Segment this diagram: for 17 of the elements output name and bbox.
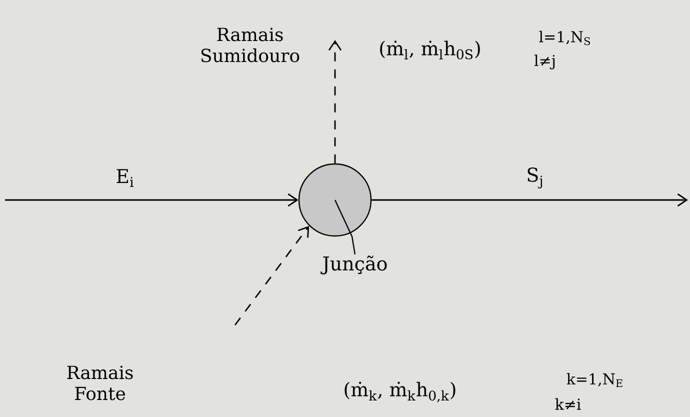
junction-label: Junção — [320, 256, 387, 274]
dashed-arrow — [328, 40, 342, 164]
edge-label: S$_{j}$ — [528, 168, 542, 188]
arrow — [5, 193, 298, 207]
flow-formula: (ṁ$_{l}$, ṁ$_{l}$h$_{0S}$) — [380, 40, 480, 60]
edge-label: E$_{i}$ — [116, 169, 134, 187]
branch-label: Ramais Sumidouro — [201, 28, 300, 62]
index-range: l=1,N$_{S}$ — [539, 30, 590, 46]
dashed-arrow — [234, 226, 310, 326]
leader-line — [334, 200, 356, 255]
flow-formula: (ṁ$_{k}$, ṁ$_{k}$h$_{0,k}$) — [344, 382, 456, 402]
arrow — [372, 193, 688, 207]
index-condition: k≠i — [555, 398, 581, 410]
index-range: k=1,N$_{E}$ — [566, 372, 622, 388]
index-condition: l≠j — [534, 54, 555, 70]
junction-circle — [298, 163, 372, 237]
branch-label: Ramais Fonte — [67, 366, 133, 400]
